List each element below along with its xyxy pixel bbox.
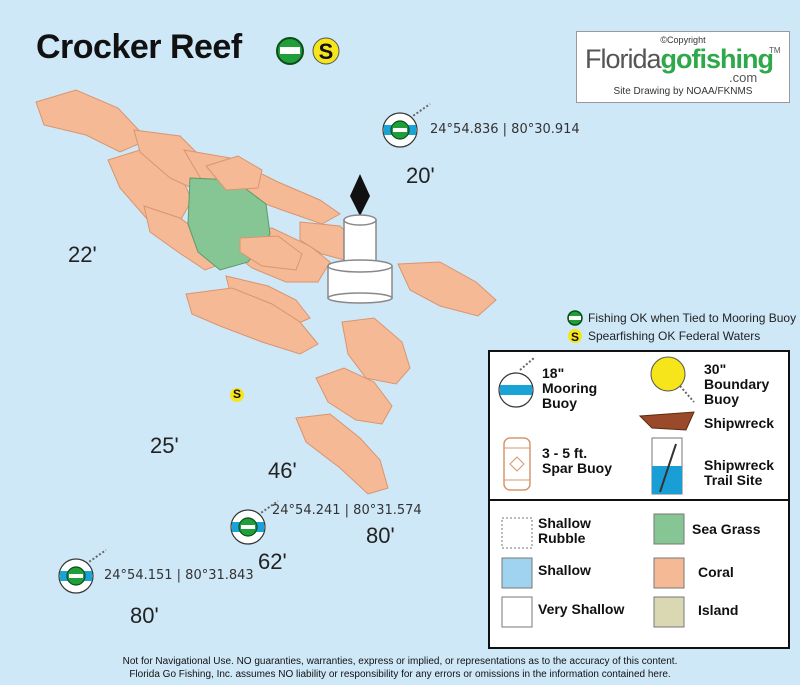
- key-fishing-ok-icon: [567, 310, 583, 326]
- mooring-buoy-icon: [382, 103, 431, 148]
- depth-label: 80': [130, 603, 159, 628]
- logo-credit: Site Drawing by NOAA/FKNMS: [613, 86, 753, 97]
- legend-island: Island: [698, 602, 739, 618]
- legend-shipwreck-trail-icon: [651, 437, 683, 495]
- legend-shallow-swatch: [501, 557, 533, 589]
- logo: ©Copyright Floridagofishing TM .com Site…: [576, 31, 790, 103]
- legend-island-swatch: [653, 596, 685, 628]
- legend-shipwreck-icon: [638, 411, 695, 431]
- spearfishing-marker-label: S: [232, 387, 241, 401]
- logo-trademark: TM: [769, 46, 781, 55]
- mooring-buoy-icon: [58, 549, 107, 594]
- depth-label: 46': [268, 458, 297, 483]
- legend-spar-buoy: 3 - 5 ft. Spar Buoy: [542, 445, 613, 476]
- lighthouse-icon: [327, 174, 393, 304]
- disclaimer-line-1: Not for Navigational Use. NO guaranties,…: [122, 656, 678, 667]
- legend-shipwreck-trail: Shipwreck Trail Site: [704, 457, 775, 488]
- mooring-buoy-icon: [230, 500, 279, 545]
- legend-coral: Coral: [698, 564, 734, 580]
- key-spearfishing-ok: Spearfishing OK Federal Waters: [588, 329, 761, 343]
- legend-mooring-buoy: 18" Mooring Buoy: [542, 365, 598, 411]
- fishing-ok-icon: [276, 37, 304, 65]
- key-spearfishing-icon: S: [568, 329, 582, 344]
- disclaimer-line-2: Florida Go Fishing, Inc. assumes NO liab…: [129, 669, 671, 680]
- legend-shallow-rubble: Shallow Rubble: [538, 515, 591, 546]
- legend-mooring-buoy-icon: [498, 357, 535, 408]
- legend-boundary-buoy: 30" Boundary Buoy: [704, 361, 770, 407]
- page-title: Crocker Reef: [36, 28, 242, 66]
- legend-boundary-buoy-icon: [650, 356, 695, 403]
- legend-shipwreck: Shipwreck: [704, 415, 775, 431]
- legend-coral-swatch: [653, 557, 685, 589]
- logo-brand: Floridagofishing: [585, 44, 774, 75]
- legend-shallow-rubble-swatch: [501, 517, 533, 549]
- legend-sea-grass: Sea Grass: [692, 521, 761, 537]
- depth-label: 25': [150, 433, 179, 458]
- depth-label: 20': [406, 163, 435, 188]
- legend-very-shallow-swatch: [501, 596, 533, 628]
- legend-spar-buoy-icon: [503, 437, 531, 491]
- disclaimer: Not for Navigational Use. NO guaranties,…: [0, 655, 800, 681]
- legend-very-shallow: Very Shallow: [538, 601, 625, 617]
- logo-brand-prefix: Florida: [585, 44, 662, 74]
- legend: 18" Mooring Buoy 30" Boundary Buoy Shipw…: [488, 350, 790, 649]
- key-fishing-ok: Fishing OK when Tied to Mooring Buoy: [588, 311, 797, 325]
- buoy-coordinates: 24°54.151 | 80°31.843: [104, 568, 254, 583]
- depth-label: 22': [68, 242, 97, 267]
- coral-patches: [35, 89, 497, 495]
- legend-icons: [498, 356, 695, 628]
- legend-divider: [490, 499, 788, 501]
- svg-text:S: S: [571, 330, 579, 344]
- depth-label: 80': [366, 523, 395, 548]
- logo-copyright: ©Copyright: [660, 35, 706, 45]
- buoy-coordinates: 24°54.241 | 80°31.574: [272, 503, 422, 518]
- svg-text:S: S: [319, 39, 334, 64]
- spearfishing-icon: S: [312, 37, 340, 65]
- legend-sea-grass-swatch: [653, 513, 685, 545]
- logo-brand-highlight: gofishing: [660, 44, 774, 74]
- depth-label: 62': [258, 549, 287, 574]
- spearfishing-marker: [230, 388, 244, 402]
- buoy-coordinates: 24°54.836 | 80°30.914: [430, 122, 580, 137]
- legend-shallow: Shallow: [538, 562, 591, 578]
- logo-suffix: .com: [729, 70, 758, 85]
